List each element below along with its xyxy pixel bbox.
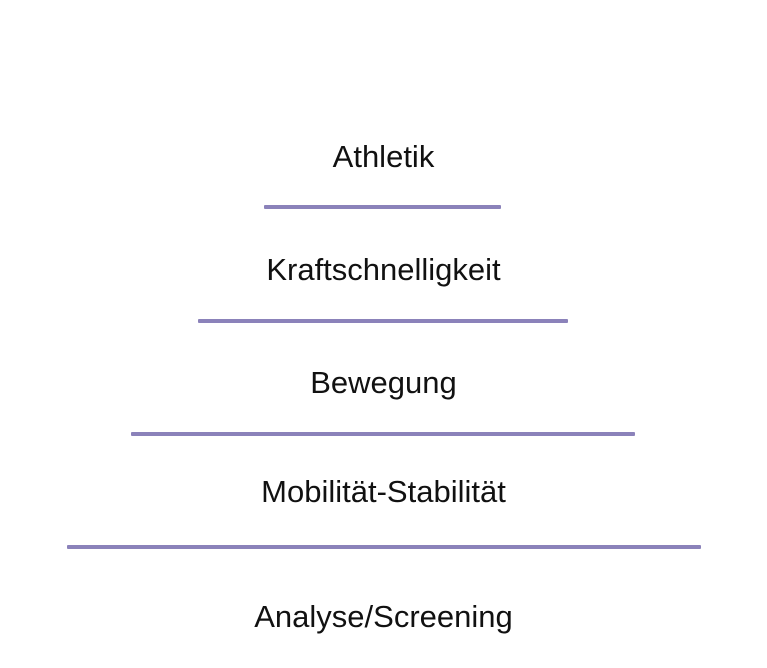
level-label-bewegung: Bewegung [310,365,457,400]
divider-line-3 [131,432,635,436]
level-label-athletik: Athletik [332,139,435,174]
divider-line-1 [264,205,501,209]
level-label-analyse-screening: Analyse/Screening [254,599,513,634]
divider-line-2 [198,319,568,323]
level-label-kraftschnelligkeit: Kraftschnelligkeit [266,252,501,287]
divider-line-4 [67,545,701,549]
level-label-mobilitaet-stabilitaet: Mobilität-Stabilität [261,474,506,509]
